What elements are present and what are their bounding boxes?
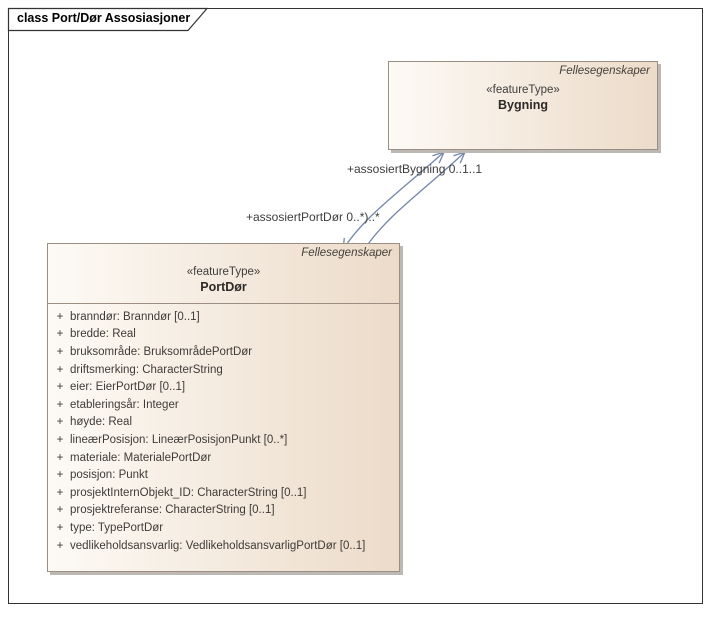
attribute-text: bredde: Real bbox=[70, 328, 136, 341]
attribute-visibility: + bbox=[56, 486, 64, 499]
association-arrowhead-bygning2-icon bbox=[453, 150, 467, 164]
class-box-portdor[interactable]: Fellesegenskaper «featureType» PortDør +… bbox=[47, 243, 400, 572]
attribute-text: vedlikeholdsansvarlig: Vedlikeholdsansva… bbox=[70, 539, 366, 552]
stereotype-label: «featureType» bbox=[486, 84, 560, 96]
attribute-visibility: + bbox=[56, 381, 64, 394]
attribute-row[interactable]: + posisjon: Punkt bbox=[50, 466, 397, 484]
diagram-title-tab-shape bbox=[7, 7, 209, 32]
package-name: Fellesegenskaper bbox=[301, 247, 392, 259]
attribute-text: driftsmerking: CharacterString bbox=[70, 363, 223, 376]
attribute-text: eier: EierPortDør [0..1] bbox=[70, 381, 186, 394]
attribute-visibility: + bbox=[56, 539, 64, 552]
attribute-row[interactable]: + driftsmerking: CharacterString bbox=[50, 361, 397, 379]
attribute-row[interactable]: + etableringsår: Integer bbox=[50, 396, 397, 414]
attribute-row[interactable]: + type: TypePortDør bbox=[50, 519, 397, 537]
association-line-1[interactable] bbox=[342, 151, 445, 251]
attribute-visibility: + bbox=[56, 345, 64, 358]
attribute-text: høyde: Real bbox=[70, 416, 133, 429]
class-name: Bygning bbox=[498, 98, 548, 112]
class-box-bygning[interactable]: Fellesegenskaper «featureType» Bygning bbox=[388, 61, 658, 150]
attribute-row[interactable]: + branndør: Branndør [0..1] bbox=[50, 308, 397, 326]
diagram-frame-border bbox=[8, 8, 703, 604]
attribute-visibility: + bbox=[56, 398, 64, 411]
attribute-visibility: + bbox=[56, 504, 64, 517]
attribute-visibility: + bbox=[56, 451, 64, 464]
attribute-row[interactable]: + bredde: Real bbox=[50, 326, 397, 344]
attribute-text: posisjon: Punkt bbox=[70, 469, 148, 482]
attribute-row[interactable]: + bruksområde: BruksområdePortDør bbox=[50, 343, 397, 361]
attribute-visibility: + bbox=[56, 469, 64, 482]
attribute-text: prosjektInternObjekt_ID: CharacterString… bbox=[70, 486, 307, 499]
stereotype-label: «featureType» bbox=[186, 266, 261, 278]
attribute-text: branndør: Branndør [0..1] bbox=[70, 310, 200, 323]
association-role-label-portdor: +assosiertPortDør 0..*)..* bbox=[246, 210, 380, 224]
portdor-attributes: +branndør: Branndør [0..1]+bredde: Real+… bbox=[48, 303, 399, 554]
attribute-row[interactable]: + lineærPosisjon: LineærPosisjonPunkt [0.… bbox=[50, 431, 397, 449]
association-arrowhead-bygning-icon bbox=[432, 150, 446, 164]
diagram-title: class Port/Dør Assosiasjoner bbox=[17, 11, 191, 25]
attribute-text: prosjektreferanse: CharacterString [0..1… bbox=[70, 504, 275, 517]
attribute-visibility: + bbox=[56, 433, 64, 446]
association-line-2[interactable] bbox=[365, 151, 466, 248]
attribute-text: type: TypePortDør bbox=[70, 521, 164, 534]
attribute-row[interactable]: + høyde: Real bbox=[50, 414, 397, 432]
attribute-visibility: + bbox=[56, 521, 64, 534]
package-name: Fellesegenskaper bbox=[559, 65, 650, 77]
attribute-row[interactable]: + prosjektreferanse: CharacterString [0..… bbox=[50, 502, 397, 520]
attribute-visibility: + bbox=[56, 416, 64, 429]
attribute-text: materiale: MaterialePortDør bbox=[70, 451, 212, 464]
attribute-visibility: + bbox=[56, 310, 64, 323]
attribute-row[interactable]: + prosjektInternObjekt_ID: CharacterStrin… bbox=[50, 484, 397, 502]
class-name: PortDør bbox=[200, 280, 247, 294]
attribute-visibility: + bbox=[56, 363, 64, 376]
attribute-row[interactable]: + eier: EierPortDør [0..1] bbox=[50, 378, 397, 396]
attribute-row[interactable]: + vedlikeholdsansvarlig: Vedlikeholdsansv… bbox=[50, 537, 397, 555]
attribute-visibility: + bbox=[56, 328, 64, 341]
attribute-text: lineærPosisjon: LineærPosisjonPunkt [0..… bbox=[70, 433, 288, 446]
attribute-text: bruksområde: BruksområdePortDør bbox=[70, 345, 253, 358]
association-role-label-bygning: +assosiertBygning 0..1..1 bbox=[347, 162, 483, 176]
attribute-text: etableringsår: Integer bbox=[70, 398, 179, 411]
attribute-row[interactable]: + materiale: MaterialePortDør bbox=[50, 449, 397, 467]
